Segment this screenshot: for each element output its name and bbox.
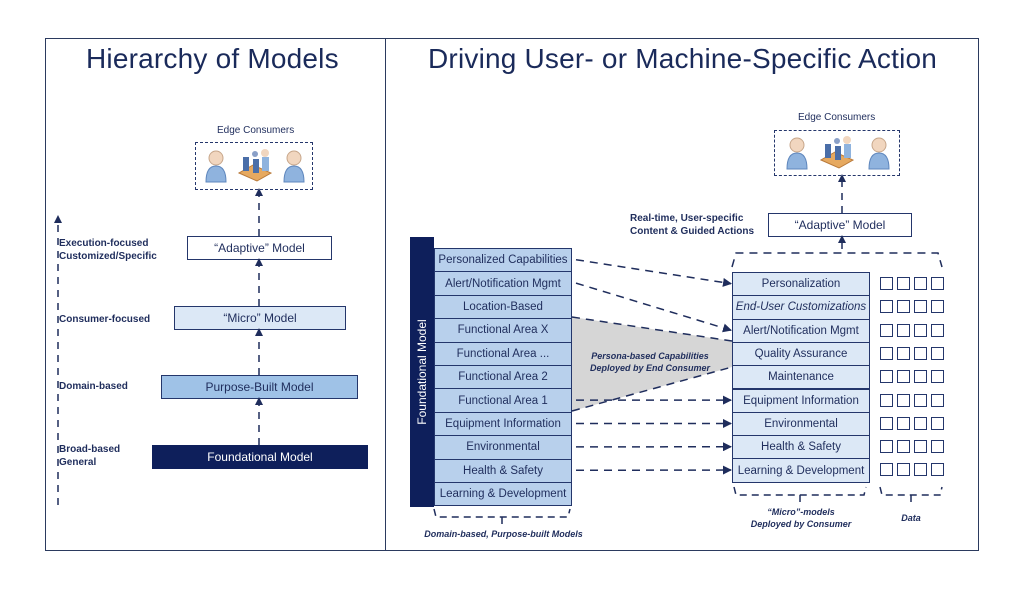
domain-row: Learning & Development [434,482,572,507]
person-icon [785,136,809,175]
data-square [931,393,944,407]
data-square [914,463,927,477]
data-square [931,277,944,290]
adaptive-model-box: “Adaptive” Model [187,236,332,260]
data-square [897,346,910,360]
micro-model-row: Quality Assurance [732,341,870,367]
connections-layer [433,174,943,525]
data-square [880,463,893,477]
domain-row: Functional Area ... [434,341,572,366]
data-square [880,416,893,430]
level-label-domain: Domain-based [59,381,128,392]
domain-row: Location-Based [434,294,572,320]
data-square [931,440,944,454]
data-caption: Data [901,513,921,523]
edge-consumers-label: Edge Consumers [798,112,876,123]
machine-operator-icon [819,134,855,177]
hierarchy-panel: Hierarchy of Models Edge Consumers Execu… [45,38,386,551]
domain-row: Alert/Notification Mgmt [434,271,572,296]
data-square [880,300,893,314]
purpose-built-model-box: Purpose-Built Model [161,375,358,399]
top-bracket [731,252,943,268]
data-square [914,370,927,384]
domain-row: Equipment Information [434,411,572,437]
connection-arrow [575,258,732,287]
data-bracket [879,486,943,505]
person-icon [204,149,228,188]
data-square [914,393,927,407]
edge-consumers-group [774,130,900,176]
data-square [880,323,893,337]
data-square [897,370,910,384]
data-square [880,440,893,454]
domain-row: Environmental [434,435,572,460]
micro-model-row: Environmental [732,411,870,437]
data-square [897,440,910,454]
data-square [931,323,944,337]
data-square [914,300,927,314]
micro-model-row: Alert/Notification Mgmt [732,318,870,343]
data-square [931,463,944,477]
micro-model-box: “Micro” Model [174,306,346,330]
data-square [897,300,910,314]
domain-bracket [433,508,571,525]
data-square [897,463,910,477]
hierarchy-arrows [54,188,263,505]
domain-row: Health & Safety [434,458,572,483]
data-square [914,323,927,337]
persona-region [572,317,732,411]
domain-row: Functional Area 2 [434,365,572,390]
data-square [914,416,927,430]
hierarchy-title: Hierarchy of Models [86,43,339,74]
data-square [931,370,944,384]
data-square [914,440,927,454]
micro-model-row: End-User Customizations [732,295,870,320]
data-square [931,300,944,314]
person-icon [282,149,306,188]
micro-model-row: Personalization [732,272,870,297]
foundational-model-label: Foundational Model [415,319,429,425]
adaptive-model-box: “Adaptive” Model [768,213,912,237]
action-panel: Driving User- or Machine-Specific Action… [385,38,979,551]
micro-model-row: Health & Safety [732,435,870,460]
data-square [880,346,893,360]
level-label-consumer: Consumer-focused [59,314,151,325]
data-square [897,323,910,337]
domain-row: Personalized Capabilities [434,248,572,273]
micro-bracket [733,486,867,505]
data-square [914,277,927,290]
micro-model-row: Maintenance [732,365,870,390]
data-square [931,416,944,430]
micro-model-row: Equipment Information [732,388,870,413]
domain-row: Functional Area 1 [434,388,572,413]
micro-model-row: Learning & Development [732,458,870,483]
person-icon [867,136,891,175]
data-square [880,370,893,384]
machine-operator-icon [237,147,273,190]
data-square [914,346,927,360]
data-square [931,346,944,360]
data-square [897,416,910,430]
edge-consumers-label: Edge Consumers [217,125,295,136]
domain-row: Functional Area X [434,318,572,343]
domain-caption: Domain-based, Purpose-built Models [424,529,583,539]
edge-consumers-group [195,142,313,190]
data-square [880,277,893,290]
action-title: Driving User- or Machine-Specific Action [428,43,938,74]
data-square [880,393,893,407]
data-square [897,393,910,407]
data-square [897,277,910,290]
foundational-model-bar: Foundational Model [410,237,434,507]
foundational-model-box: Foundational Model [152,445,368,469]
